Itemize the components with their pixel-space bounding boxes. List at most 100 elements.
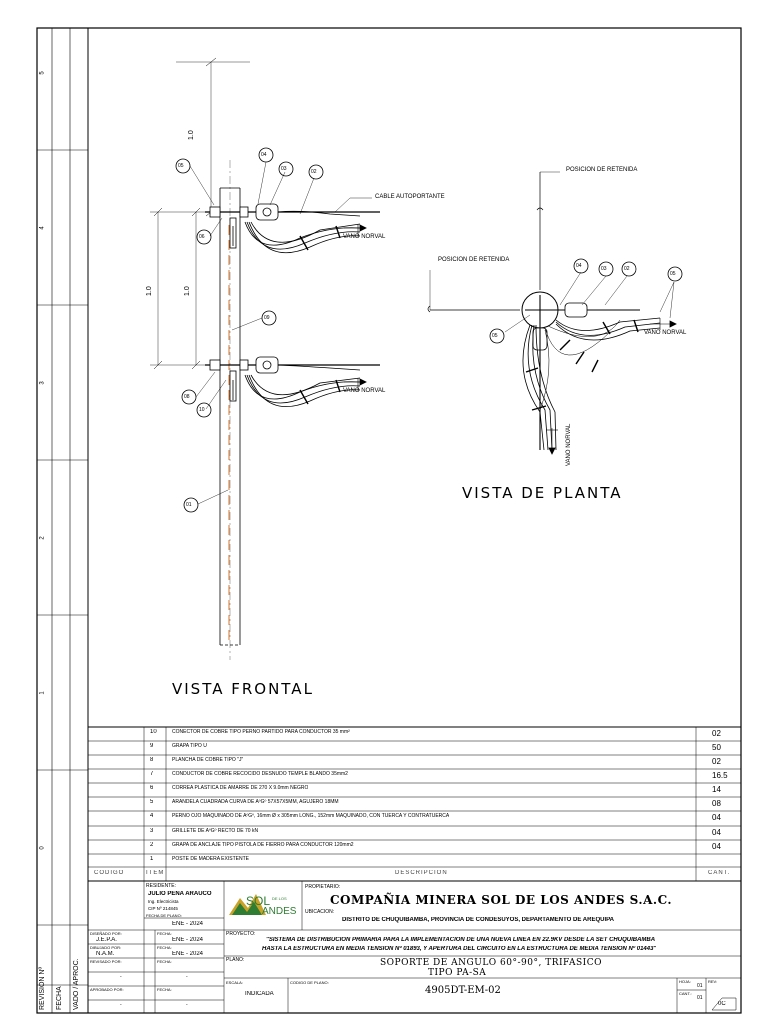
vano-label-lower: VANO NORVAL [343,388,386,394]
bom-description: GRAPA TIPO U [172,743,207,749]
bom-header-code: CODIGO [94,870,125,876]
bom-item-number: 2 [150,842,154,848]
escala-value: INDICADA [245,991,274,997]
propietario-label: PROPIETARIO: [305,884,341,890]
aprobado-label: APROBADO POR: [90,987,124,992]
fecha-value-2: ENE - 2024 [172,951,204,957]
retenida-label-top: POSICION DE RETENIDA [566,167,638,173]
bom-quantity: 04 [712,813,721,822]
dim-top-label: 1.0 [188,130,195,140]
sheet-frame [36,27,742,1014]
bom-quantity: 02 [712,729,721,738]
bom-quantity: 02 [712,757,721,766]
zone-1: 1 [39,691,46,695]
hoja-value: 01 [697,983,703,989]
bom-item-number: 4 [150,813,154,819]
fecha-value-3: - [186,974,188,980]
bom-description: POSTE DE MADERA EXISTENTE [172,856,249,862]
vano-label-planta-v: VANO NORVAL [566,423,572,466]
tag-05-planta-left: 05 [492,333,498,339]
bom-quantity: 50 [712,743,721,752]
bom-description: CONDUCTOR DE COBRE RECOCIDO DESNUDO TEMP… [172,771,348,777]
bom-header-item: ITEM [146,870,165,876]
fecha-col-label: FECHA [56,986,63,1010]
residente-role: Ing. Electricista [148,899,179,904]
zone-4: 4 [39,226,46,230]
fecha-label-2: FECHA: [157,945,172,950]
fecha-label-3: FECHA: [157,959,172,964]
bom-item-number: 10 [150,729,157,735]
logo-de-los: DE LOS [272,896,287,901]
logo-sol: SOL [246,894,271,908]
bom-description: CONECTOR DE COBRE TIPO PERNO PARTIDO PAR… [172,729,350,735]
fecha-plano-label: FECHA DE PLANO: [146,913,182,918]
bom-quantity: 08 [712,799,721,808]
vano-label-upper: VANO NORVAL [343,234,386,240]
bom-item-number: 6 [150,785,154,791]
zone-5: 5 [39,71,46,75]
aproc-col-label: VADO / APROC. [73,958,80,1010]
bom-description: PERNO OJO MAQUINADO DE AºGº, 16mm Ø x 30… [172,813,450,819]
frontal-view-title: VISTA FRONTAL [172,680,314,698]
bom-quantity: 16.5 [712,771,728,780]
dibujado-label: DIBUJADO POR: [90,945,122,950]
dibujado-value: N.A.M. [96,951,115,957]
codigo-label: CODIGO DE PLANO: [290,980,329,985]
bom-item-number: 5 [150,799,154,805]
bom-header-qty: CANT. [708,870,731,876]
fecha-plano-value: ENE - 2024 [172,921,204,927]
zone-2: 2 [39,536,46,540]
tag-03-frontal: 03 [281,166,287,172]
rev-label: REV: [708,979,718,984]
logo-mark [229,894,266,915]
fecha-value-1: ENE - 2024 [172,937,204,943]
dim-mid-label: 1.0 [184,286,191,296]
company-name: COMPAÑIA MINERA SOL DE LOS ANDES S.A.C. [330,893,673,907]
planta-view [427,171,683,455]
bom-grid [88,726,741,882]
tag-05-planta-right: 05 [670,271,676,277]
tag-06-frontal: 06 [199,234,205,240]
zone-0: 0 [39,846,46,850]
fecha-value-4: - [186,1002,188,1008]
revisado-label: REVISADO POR: [90,959,122,964]
residente-cip: CIP Nº 214845 [148,906,178,911]
revision-col-label: REVISION Nº [39,966,46,1010]
bom-quantity: 04 [712,828,721,837]
tag-04-planta: 04 [576,263,582,269]
bom-quantity: 14 [712,785,721,794]
bom-item-number: 8 [150,757,154,763]
logo-andes: ANDES [262,906,297,917]
bom-description: GRILLETE DE AºGº RECTO DE 70 kN [172,828,259,834]
vano-label-planta-h: VANO NORVAL [644,330,687,336]
bom-item-number: 7 [150,771,154,777]
tag-03-planta: 03 [601,266,607,272]
rev-value: 0C [718,1001,726,1007]
fecha-label-4: FECHA: [157,987,172,992]
hoja-label: HOJA: [679,979,691,984]
tag-09-frontal: 09 [264,315,270,321]
proyecto-line-2: HASTA LA ESTRUCTURA EN MEDIA TENSIÓN Nº … [262,946,657,952]
tag-04-frontal: 04 [261,152,267,158]
cable-autoportante-label: CABLE AUTOPORTANTE [375,194,445,200]
fecha-label-1: FECHA: [157,931,172,936]
escala-label: ESCALA: [226,980,243,985]
tag-05-frontal: 05 [178,163,184,169]
cant-label: CANT.: [679,991,692,996]
proyecto-label: PROYECTO: [226,931,256,937]
bom-item-number: 1 [150,856,154,862]
plano-line-1: SOPORTE DE ÁNGULO 60°-90°, TRIFÁSICO [380,958,602,968]
plano-label: PLANO: [226,957,245,963]
residente-label: RESIDENTE: [146,883,177,889]
bom-item-number: 9 [150,743,154,749]
tag-02-planta: 02 [624,266,630,272]
bom-item-number: 3 [150,828,154,834]
title-block-grid [88,881,741,1013]
proyecto-line-1: "SISTEMA DE DISTRIBUCIÓN PRIMARIA PARA L… [266,937,656,943]
bom-description: PLANCHA DE COBRE TIPO "J" [172,757,244,763]
planta-view-title: VISTA DE PLANTA [462,484,623,502]
plano-line-2: TIPO PA-SA [428,968,487,978]
disenado-value: J.E.P.A. [96,937,117,943]
